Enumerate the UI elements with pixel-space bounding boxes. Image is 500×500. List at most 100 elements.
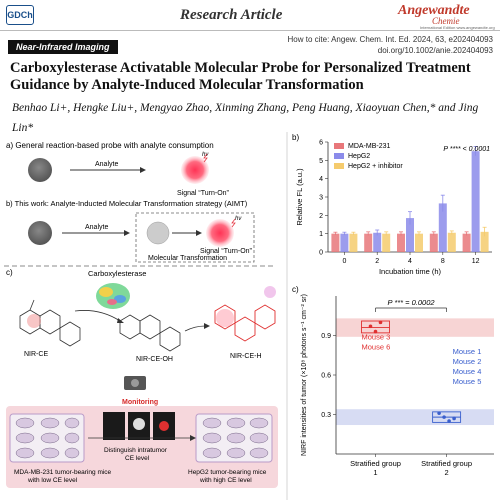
nir-ce-molecule [19, 299, 81, 347]
x-tick-label: 4 [408, 258, 412, 265]
data-point [452, 416, 456, 421]
transformation-box [135, 212, 255, 263]
author-list: Benhao Li+, Hengke Liu+, Mengyao Zhao, X… [12, 102, 479, 134]
x-axis-label: Incubation time (h) [379, 267, 442, 276]
topic-tag: Near-Infrared Imaging [8, 40, 118, 54]
legend-label: HepG2 + inhibitor [348, 163, 403, 170]
camera-icon [124, 376, 146, 390]
bar [406, 218, 414, 252]
distinguish-line-1: Distinguish intratumor [104, 447, 168, 454]
bar [382, 233, 391, 252]
chart-c-panel-label: c) [292, 285, 299, 294]
hv-label-b: hν [235, 216, 241, 222]
data-point [437, 411, 441, 415]
y-tick-label: 4 [319, 176, 323, 183]
paper-title: Carboxylesterase Activatable Molecular P… [10, 60, 471, 93]
bar [349, 233, 358, 252]
intermediate-label: NIR-CE-OH [136, 356, 173, 363]
legend-label: MDA-MB-231 [348, 143, 391, 150]
bar [471, 151, 480, 252]
separator [4, 265, 276, 267]
gdch-logo: GDCh [6, 5, 34, 25]
citation-line: How to cite: Angew. Chem. Int. Ed. 2024,… [287, 35, 493, 44]
x-tick-label: 0 [342, 258, 346, 265]
bar [331, 233, 340, 252]
probe-circle [28, 158, 52, 182]
bar [364, 233, 373, 252]
y-tick-label: 0.3 [321, 412, 331, 419]
mouse-label: Mouse 6 [362, 342, 391, 351]
analyte-label-a: Analyte [95, 161, 118, 168]
bar [438, 203, 447, 252]
transformation-label: Molecular Transformation [148, 255, 227, 262]
doi-link[interactable]: doi.org/10.1002/anie.202404093 [377, 46, 493, 55]
y-tick-label: 6 [319, 140, 323, 147]
probe-circle-b [28, 221, 52, 245]
signal-label-a: Signal “Turn-On” [177, 190, 230, 197]
data-point [447, 419, 451, 423]
panel-a-label: a) General reaction-based probe with ana… [6, 141, 214, 150]
imaging-thumbnails [103, 412, 175, 440]
analyte-label-b: Analyte [85, 224, 108, 231]
x-tick-label: 2 [445, 468, 449, 477]
left-mice-line-2: with low CE level [27, 477, 78, 484]
mouse-icons-right [202, 417, 269, 459]
legend-swatch [334, 143, 344, 149]
panel-c-schematic: c) Carboxylesterase NIR-CE NIR-CE-OH NIR… [6, 268, 278, 488]
x-tick-label: Stratified group [421, 459, 472, 468]
nir-ce-h-molecule [214, 286, 276, 342]
panel-b-left-label: b) This work: Analyte-Inducted Molecular… [6, 199, 248, 208]
probe-label: NIR-CE [24, 351, 48, 358]
legend-swatch [334, 153, 344, 159]
x-tick-label: 8 [441, 258, 445, 265]
journal-logo-small: International Edition www.angewandte.org [420, 25, 495, 30]
signal-circle-b [206, 219, 234, 247]
distinguish-line-2: CE level [125, 455, 150, 462]
bar [340, 233, 349, 252]
journal-logo: Angewandte [398, 3, 470, 18]
mouse-label: Mouse 4 [453, 367, 482, 376]
nir-ce-oh-molecule [119, 314, 181, 352]
chart-b-panel-label: b) [292, 133, 299, 142]
right-mice-line-1: HepG2 tumor-bearing mice [188, 469, 267, 476]
legend-label: HepG2 [348, 153, 370, 160]
signal-label-b: Signal “Turn-On” [200, 248, 253, 255]
bar [397, 233, 405, 252]
journal-logo-sub: Chemie [432, 16, 460, 26]
x-tick-label: Stratified group [350, 459, 401, 468]
mouse-icons-left [15, 417, 80, 459]
x-tick-label: 1 [373, 468, 377, 477]
panel-c-label: c) [6, 268, 13, 277]
intermediate-circle [146, 221, 170, 245]
product-label: NIR-CE-H [230, 353, 262, 360]
y-axis-label: Relative FL (a.u.) [295, 168, 304, 226]
right-mice-line-2: with high CE level [199, 477, 252, 484]
significance-label: P **** < 0.0001 [443, 146, 490, 153]
mouse-label: Mouse 3 [362, 332, 391, 341]
data-point [373, 329, 378, 334]
aimt-schematic: a) General reaction-based probe with ana… [6, 141, 255, 263]
mouse-label: Mouse 5 [453, 377, 482, 386]
bar [429, 233, 438, 252]
y-tick-label: 3 [319, 195, 323, 202]
x-tick-label: 12 [472, 258, 480, 265]
x-tick-label: 2 [375, 258, 379, 265]
significance-label: P *** = 0.0002 [388, 298, 436, 307]
y-tick-label: 2 [319, 213, 323, 220]
monitoring-label: Monitoring [122, 399, 158, 406]
enzyme-structure [96, 283, 130, 309]
section-label: Research Article [180, 7, 283, 23]
vertical-separator [286, 132, 288, 500]
bar [480, 231, 489, 252]
y-axis-label: NIRF intensities of tumor (×10⁸ photons … [301, 294, 308, 456]
data-point [378, 320, 383, 325]
hv-label-a: hν [202, 152, 208, 158]
mouse-label: Mouse 2 [453, 357, 482, 366]
data-point [368, 324, 373, 329]
y-tick-label: 5 [319, 158, 323, 165]
y-tick-label: 0.6 [321, 373, 331, 380]
bar [415, 233, 423, 252]
data-point [442, 415, 446, 419]
